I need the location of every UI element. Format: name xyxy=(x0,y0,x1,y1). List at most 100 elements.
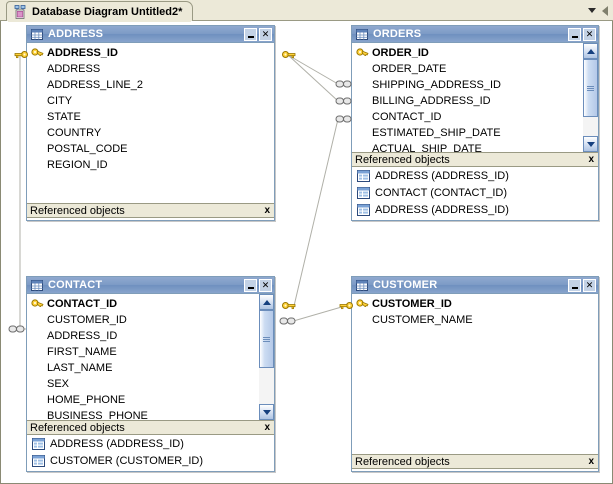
close-button[interactable]: ✕ xyxy=(259,278,272,292)
column-row-pk[interactable]: ADDRESS_ID xyxy=(27,45,274,61)
referenced-objects-list xyxy=(352,469,598,471)
chevron-down-icon[interactable] xyxy=(588,8,596,13)
column-row[interactable]: SEX xyxy=(27,376,258,392)
column-name-label: ORDER_ID xyxy=(372,47,429,59)
referenced-object-row[interactable]: CUSTOMER (CUSTOMER_ID) xyxy=(27,452,274,469)
scrollbar-thumb[interactable] xyxy=(583,59,598,117)
referenced-objects-bar[interactable]: Referenced objects x xyxy=(352,152,598,167)
table-window-buttons: ✕ xyxy=(568,27,596,41)
column-row[interactable]: FIRST_NAME xyxy=(27,344,258,360)
referenced-table-icon xyxy=(32,454,45,467)
referenced-objects-list: ADDRESS (ADDRESS_ID) CONTACT (CONTACT_ID)… xyxy=(352,167,598,220)
column-row[interactable]: ADDRESS_ID xyxy=(27,328,258,344)
referenced-object-label: ADDRESS (ADDRESS_ID) xyxy=(375,169,509,182)
column-row[interactable]: CUSTOMER_NAME xyxy=(352,312,598,328)
column-name-label: ACTUAL_SHIP_DATE xyxy=(372,143,482,152)
scroll-down-button[interactable] xyxy=(259,404,274,420)
close-button[interactable]: ✕ xyxy=(583,27,596,41)
column-row-pk[interactable]: CONTACT_ID xyxy=(27,296,258,312)
minimize-button[interactable] xyxy=(568,27,581,41)
column-row[interactable]: CITY xyxy=(27,93,274,109)
column-row[interactable]: BUSINESS_PHONE xyxy=(27,408,258,420)
referenced-object-label: CUSTOMER (CUSTOMER_ID) xyxy=(50,454,203,467)
column-name-label: CONTACT_ID xyxy=(372,111,442,123)
scrollbar-thumb[interactable] xyxy=(259,310,274,368)
column-name-label: STATE xyxy=(47,111,81,123)
column-row[interactable]: SHIPPING_ADDRESS_ID xyxy=(352,77,582,93)
close-button[interactable]: ✕ xyxy=(583,278,596,292)
fk-connector-orders-shipping xyxy=(335,79,353,92)
referenced-objects-close-icon[interactable]: x xyxy=(264,204,270,216)
minimize-button[interactable] xyxy=(244,278,257,292)
referenced-objects-close-icon[interactable]: x xyxy=(588,455,594,467)
referenced-objects-close-icon[interactable]: x xyxy=(588,153,594,165)
referenced-object-row[interactable]: CONTACT (CONTACT_ID) xyxy=(352,184,598,201)
scrollbar-track[interactable] xyxy=(259,310,274,404)
table-node-orders[interactable]: ORDERS✕ ORDER_ID ORDER_DATE SHIPPING_ADDRES… xyxy=(351,25,599,221)
column-row-pk[interactable]: CUSTOMER_ID xyxy=(352,296,598,312)
column-row[interactable]: ORDER_DATE xyxy=(352,61,582,77)
referenced-object-row[interactable]: ADDRESS (ADDRESS_ID) xyxy=(352,201,598,218)
column-row[interactable]: REGION_ID xyxy=(27,157,274,173)
pk-connector-address-left xyxy=(14,49,28,63)
column-row[interactable]: ESTIMATED_SHIP_DATE xyxy=(352,125,582,141)
column-row[interactable]: ADDRESS_LINE_2 xyxy=(27,77,274,93)
primary-key-icon xyxy=(356,298,369,310)
minimize-button[interactable] xyxy=(568,278,581,292)
table-title-bar[interactable]: CONTACT✕ xyxy=(27,277,274,294)
column-row[interactable]: CUSTOMER_ID xyxy=(27,312,258,328)
column-row[interactable]: BILLING_ADDRESS_ID xyxy=(352,93,582,109)
referenced-object-label: ADDRESS (ADDRESS_ID) xyxy=(375,203,509,216)
column-row[interactable]: ACTUAL_SHIP_DATE xyxy=(352,141,582,152)
table-title-bar[interactable]: ADDRESS ✕ xyxy=(27,26,274,43)
table-name-label: ADDRESS xyxy=(48,28,104,40)
scrollbar-grip-icon xyxy=(263,336,270,343)
scroll-up-button[interactable] xyxy=(259,294,274,310)
close-button[interactable]: ✕ xyxy=(259,27,272,41)
vertical-scrollbar[interactable] xyxy=(582,43,598,152)
table-title-bar[interactable]: CUSTOMER✕ xyxy=(352,277,598,294)
tab-strip: Database Diagram Untitled2* xyxy=(0,0,613,22)
column-name-label: ORDER_DATE xyxy=(372,63,447,75)
referenced-table-icon xyxy=(32,437,45,450)
vertical-scrollbar[interactable] xyxy=(258,294,274,420)
scroll-up-button[interactable] xyxy=(583,43,598,59)
column-row[interactable]: STATE xyxy=(27,109,274,125)
column-row[interactable]: LAST_NAME xyxy=(27,360,258,376)
minimize-button[interactable] xyxy=(244,27,257,41)
primary-key-icon xyxy=(356,47,369,59)
column-row[interactable]: POSTAL_CODE xyxy=(27,141,274,157)
column-row[interactable]: CONTACT_ID xyxy=(352,109,582,125)
column-row[interactable]: HOME_PHONE xyxy=(27,392,258,408)
referenced-object-row[interactable]: ADDRESS (ADDRESS_ID) xyxy=(352,167,598,184)
scroll-down-button[interactable] xyxy=(583,136,598,152)
column-name-label: LAST_NAME xyxy=(47,362,113,374)
scrollbar-grip-icon xyxy=(587,85,594,92)
column-row[interactable]: COUNTRY xyxy=(27,125,274,141)
referenced-object-row[interactable]: ADDRESS (ADDRESS_ID) xyxy=(27,435,274,452)
scrollbar-track[interactable] xyxy=(583,59,598,136)
column-row-pk[interactable]: ORDER_ID xyxy=(352,45,582,61)
left-arrow-icon[interactable] xyxy=(602,5,608,16)
referenced-objects-close-icon[interactable]: x xyxy=(264,421,270,433)
tab-database-diagram[interactable]: Database Diagram Untitled2* xyxy=(6,1,194,22)
column-name-label: FIRST_NAME xyxy=(47,346,117,358)
table-title-bar[interactable]: ORDERS✕ xyxy=(352,26,598,43)
pk-connector-contact xyxy=(282,300,296,314)
column-row[interactable]: ADDRESS xyxy=(27,61,274,77)
referenced-objects-label: Referenced objects xyxy=(355,153,450,166)
column-name-label: ADDRESS_ID xyxy=(47,47,118,59)
